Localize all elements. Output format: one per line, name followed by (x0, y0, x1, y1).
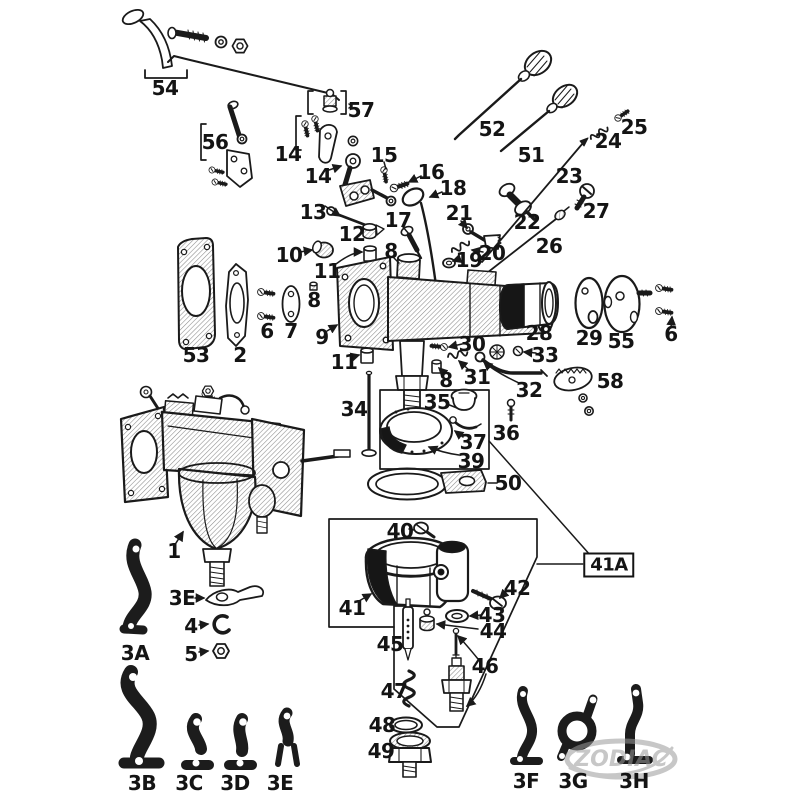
part-10-elbow (311, 240, 334, 259)
part-54-lever (121, 8, 249, 79)
part-53-gasket (177, 237, 216, 351)
part-11-lower-bushing (360, 347, 374, 364)
part-30-screw (429, 340, 450, 353)
part-42-screw (471, 589, 507, 611)
part-7-gasket (281, 285, 301, 323)
part-47-spring (402, 669, 416, 708)
part-8-left-plug (309, 281, 318, 291)
part-20-spring (449, 237, 472, 256)
part-57-fitting (307, 88, 352, 115)
part-34-rod (361, 370, 377, 457)
part-14-lower-lever (339, 153, 397, 207)
part-28-venturi (499, 281, 559, 330)
part-44-fitting (419, 608, 435, 632)
part-19-disc (442, 257, 456, 269)
part-14-upper-rocker (295, 113, 359, 164)
part-6-right-screws (653, 282, 674, 319)
part-50-bowl-gasket (367, 467, 487, 501)
part-43-washer (445, 609, 469, 623)
part-3F-bracket (510, 686, 543, 765)
watermark-text: ZODIAC (573, 747, 668, 772)
bowl-kit-box (328, 440, 592, 728)
part-3D-bracket (224, 713, 257, 770)
part-35-float-valve (450, 388, 478, 411)
part-41-float-bowl (364, 536, 470, 609)
bracket-silhouettes (118, 538, 653, 770)
part-56-bracket (200, 100, 253, 189)
part-29-disc (574, 276, 604, 330)
part-58-plate (553, 366, 594, 416)
part-27-screw (574, 183, 595, 211)
part-37-clip (449, 416, 482, 430)
part-3E-bracket (275, 707, 300, 767)
part-22-seat (498, 182, 536, 221)
part-31-spring (446, 348, 470, 361)
part-39-float (379, 407, 453, 455)
part-3B-bracket (118, 665, 165, 769)
part-16-bolt (389, 180, 408, 193)
part-11-upper-bushing (363, 245, 377, 262)
part-36-screw (506, 398, 516, 422)
part-2-gasket (225, 263, 249, 347)
leader-lines (194, 161, 677, 707)
part-8-bottom-bushing (431, 359, 442, 374)
part-51-adjuster-needle (499, 83, 579, 153)
zodiac-watermark-logo: ZODIAC (564, 738, 678, 780)
part-3E-throttle-plate (205, 585, 264, 607)
part-40-screw (413, 521, 436, 539)
part-25-screw (611, 106, 632, 125)
part-48-oring (389, 716, 423, 734)
part-45-metering-pin (402, 598, 414, 661)
part-23-needle-rod (481, 137, 589, 263)
part-15-screw (378, 164, 392, 185)
part-3H-bracket (617, 684, 653, 764)
part-33-screw-washer (489, 344, 524, 360)
part-49-drain-plug (388, 731, 432, 778)
part-3C-bracket (181, 713, 214, 770)
part-3A-bracket (119, 538, 152, 635)
part-55-disc (603, 274, 653, 334)
part-54-rod (167, 55, 340, 101)
part-52-adjuster-needle (453, 49, 553, 141)
part-46-needle-seat (441, 627, 472, 712)
part-1-assembled-carb (119, 385, 351, 587)
part-4-snap-ring (212, 614, 231, 635)
part-24-spring (588, 124, 611, 143)
part-17-valve (400, 225, 423, 260)
part-6-left-screws (255, 286, 276, 324)
part-5-nut (212, 643, 230, 659)
part-12-cap (362, 223, 377, 240)
